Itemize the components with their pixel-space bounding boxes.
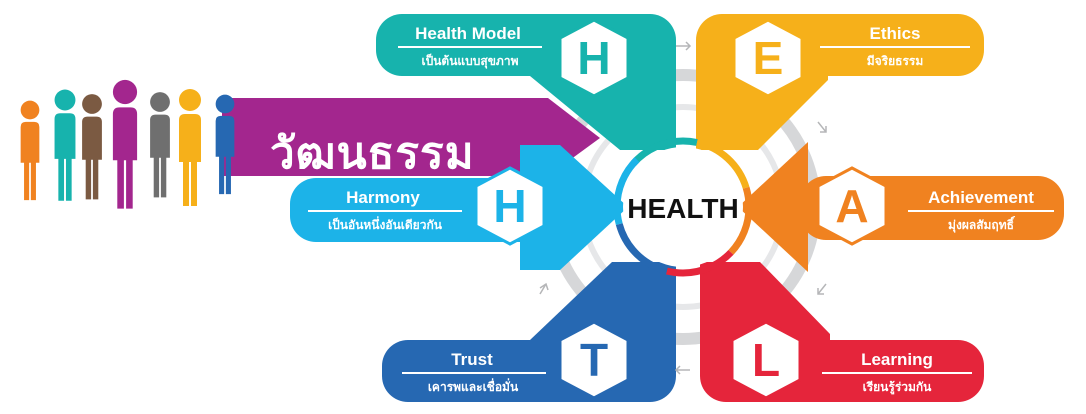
achievement-title: Achievement [928, 188, 1034, 207]
person-figure [82, 94, 102, 200]
center-circle [623, 147, 743, 267]
health-model-title: Health Model [415, 24, 521, 43]
ring-seg-orange [613, 137, 753, 277]
culture-banner [222, 98, 600, 176]
person-figure [20, 100, 40, 201]
achievement-letter: A [835, 180, 869, 232]
hex-h-top [558, 18, 630, 98]
person-figure [54, 89, 76, 201]
ethics-subtitle: มีจริยธรรม [866, 54, 924, 68]
person-figure [215, 94, 235, 195]
health-model-subtitle: เป็นต้นแบบสุขภาพ [421, 54, 519, 68]
harmony-subtitle: เป็นอันหนึ่งอันเดียวกัน [328, 218, 442, 232]
person-figure [112, 79, 138, 209]
health-model-rule [398, 46, 542, 48]
harmony-rule [308, 210, 462, 212]
harmony-title: Harmony [346, 188, 420, 207]
flow-arrows [539, 41, 827, 375]
ethics-title: Ethics [869, 24, 921, 43]
hex-t [558, 320, 630, 400]
trust-title: Trust [451, 350, 493, 369]
ring-seg-teal [613, 137, 753, 277]
person-figure [150, 92, 170, 198]
trust-subtitle: เคารพและเชื่อมั่น [427, 380, 519, 394]
ring-seg-red [613, 137, 753, 277]
learning-title: Learning [861, 350, 933, 369]
ethics-rule [820, 46, 970, 48]
health-model-letter: H [577, 32, 611, 84]
people-group-icon [20, 79, 235, 209]
harmony-letter: H [493, 180, 527, 232]
achievement-rule [908, 210, 1054, 212]
learning-letter: L [751, 334, 781, 386]
learning-rule [822, 372, 972, 374]
person-figure [179, 89, 201, 206]
learning-subtitle: เรียนรู้ร่วมกัน [862, 380, 932, 394]
trust-letter: T [579, 334, 609, 386]
ethics-letter: E [752, 32, 784, 84]
culture-label: วัฒนธรรม [270, 128, 475, 179]
hex-l [730, 320, 802, 400]
ring-seg-lightblue [613, 137, 753, 277]
hex-a [816, 166, 888, 246]
trust-rule [402, 372, 546, 374]
center-label: HEALTH [627, 193, 739, 224]
hex-h-left [474, 166, 546, 246]
hex-e [732, 18, 804, 98]
achievement-subtitle: มุ่งผลสัมฤทธิ์ [948, 218, 1014, 232]
